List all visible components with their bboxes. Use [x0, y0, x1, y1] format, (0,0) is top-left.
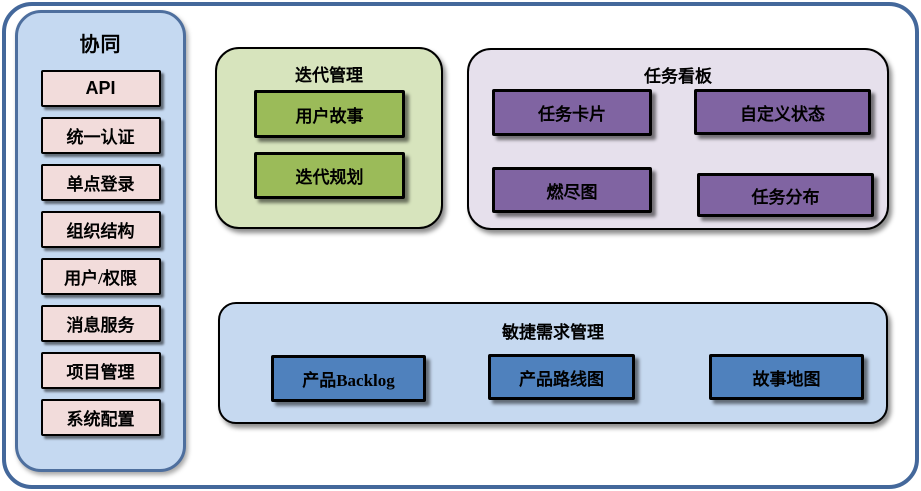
- collaboration-title: 协同: [79, 34, 122, 56]
- box-story-map: 故事地图: [709, 354, 864, 400]
- box-burndown-chart: 燃尽图: [492, 167, 652, 213]
- box-task-distribution: 任务分布: [697, 173, 874, 217]
- box-iteration-planning: 迭代规划: [254, 152, 405, 199]
- sidebar-item-user-permissions: 用户/权限: [40, 258, 161, 295]
- box-product-roadmap: 产品路线图: [488, 354, 635, 400]
- box-product-backlog: 产品Backlog: [271, 355, 426, 402]
- box-custom-status: 自定义状态: [694, 89, 871, 135]
- task-board-group: 任务看板 任务卡片 自定义状态 燃尽图 任务分布: [467, 48, 889, 230]
- box-task-card: 任务卡片: [492, 89, 652, 136]
- sidebar-item-project-management: 项目管理: [40, 352, 161, 389]
- sidebar-item-message-service: 消息服务: [40, 305, 161, 342]
- collaboration-sidebar: 协同 API 统一认证 单点登录 组织结构 用户/权限 消息服务 项目管理 系统…: [15, 10, 186, 472]
- sidebar-item-single-sign-on: 单点登录: [40, 164, 161, 201]
- sidebar-item-unified-auth: 统一认证: [40, 117, 161, 154]
- sidebar-item-org-structure: 组织结构: [40, 211, 161, 248]
- box-user-story: 用户故事: [254, 90, 405, 138]
- sidebar-item-system-config: 系统配置: [40, 399, 161, 436]
- iteration-management-group: 迭代管理 用户故事 迭代规划: [215, 47, 443, 229]
- collaboration-item-list: API 统一认证 单点登录 组织结构 用户/权限 消息服务 项目管理 系统配置: [18, 70, 183, 436]
- iteration-management-title: 迭代管理: [295, 66, 363, 85]
- task-board-title: 任务看板: [644, 67, 712, 86]
- sidebar-item-api: API: [40, 70, 161, 107]
- agile-requirements-title: 敏捷需求管理: [502, 323, 604, 342]
- agile-requirements-group: 敏捷需求管理 产品Backlog 产品路线图 故事地图: [218, 302, 888, 424]
